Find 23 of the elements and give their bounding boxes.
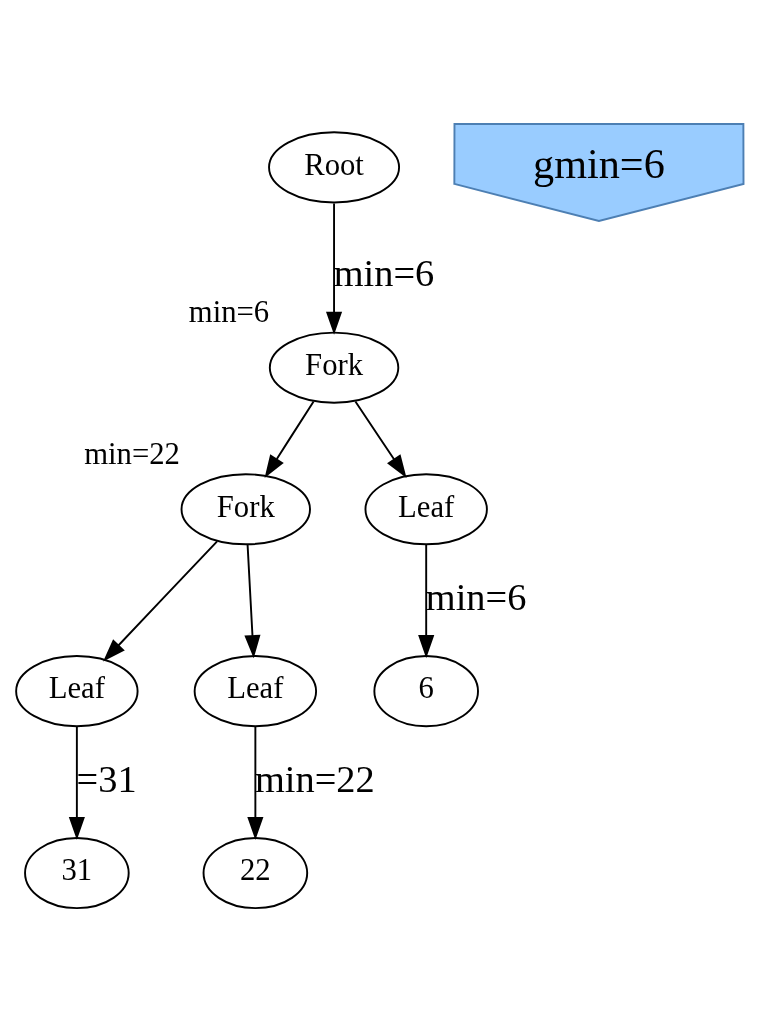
arrow [247,725,264,840]
edge-label: min=6 [333,251,435,294]
edge-label: =31 [76,757,137,800]
arrow [418,543,435,658]
node-ellipse: Leaf [364,472,488,545]
node-ellipse: 31 [24,836,130,909]
node-label: min=6 [188,294,270,329]
node-ellipse: Fork [180,472,311,545]
edge-label: min=6 [425,575,527,618]
node-ellipse: Leaf [15,654,139,727]
arrow [326,202,343,335]
node-label: min=22 [84,436,180,471]
node-ellipse: 22 [202,836,309,909]
arrow [103,539,219,662]
node-ellipse: Root [268,130,401,203]
node-ellipse: 6 [373,654,479,727]
arrow [244,543,261,658]
arrow [354,400,407,478]
arrow [264,400,315,478]
arrow [68,725,85,840]
edge-label: min=22 [255,757,375,800]
node-ellipse: Leaf [193,654,318,727]
node-ellipse: Fork [268,331,400,404]
